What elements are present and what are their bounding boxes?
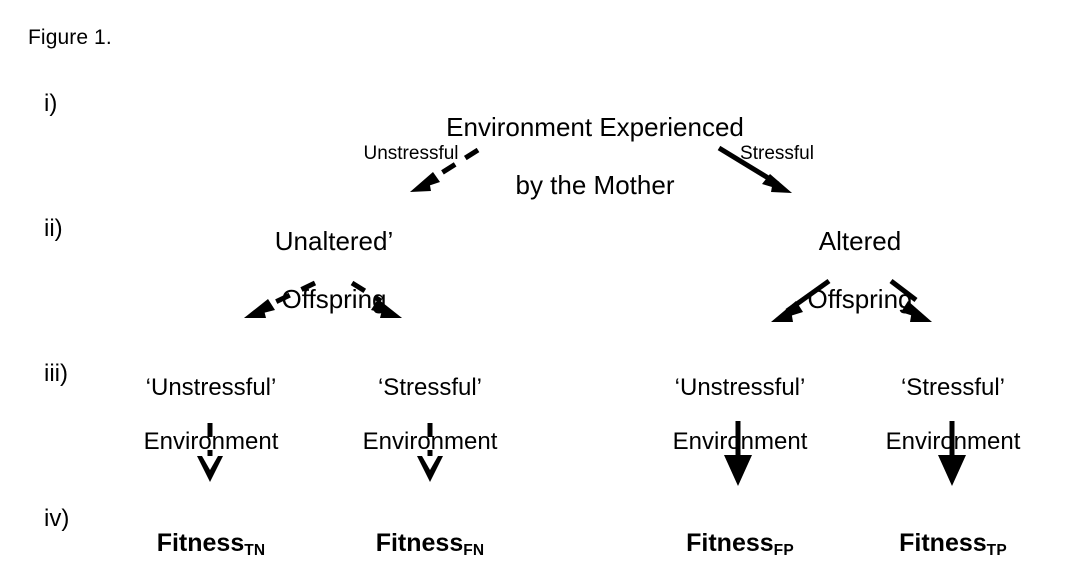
row-label-ii: ii) [44,215,63,242]
node-fitness-fn: FitnessFN (False Negative) [349,502,510,580]
row-label-i: i) [44,90,58,117]
node-env-tp: ‘Stressful’ Environment [886,348,1021,482]
node-env-fp-line2: Environment [672,427,808,455]
node-fitness-tp-word: Fitness [899,528,987,557]
node-unaltered-offspring-line1: Unaltered’ [274,226,394,257]
edge-label-stressful: Stressful [740,143,814,164]
node-env-tn-line2: Environment [143,427,279,455]
node-env-fp: ‘Unstressful’ Environment [673,348,808,482]
node-altered-offspring: Altered Offspring [807,198,912,344]
node-fitness-fp: FitnessFP (False Positive) [664,502,816,580]
figure-caption: Figure 1. [28,26,112,49]
node-unaltered-offspring: Unaltered’ Offspring [275,198,394,344]
node-fitness-tp-subscript: TP [986,542,1007,560]
node-fitness-fp-word: Fitness [686,528,774,557]
node-fitness-tp-term: FitnessTP [882,528,1024,560]
node-fitness-tn-word: Fitness [156,528,245,557]
row-label-iv: iv) [44,505,70,532]
node-fitness-fp-subscript: FP [773,542,794,560]
node-altered-offspring-line2: Offspring [807,284,913,315]
node-environment-mother-line2: by the Mother [515,170,675,201]
node-env-fp-line1: ‘Unstressful’ [674,373,806,401]
edge-label-unstressful: Unstressful [363,143,459,164]
node-fitness-tn-subscript: TN [244,542,266,560]
node-fitness-fp-term: FitnessFP [664,528,816,560]
node-altered-offspring-line1: Altered [818,226,902,257]
node-fitness-tp: FitnessTP (True Positive) [882,502,1024,580]
node-env-tp-line1: ‘Stressful’ [900,373,1006,401]
node-environment-mother: Environment Experienced by the Mother [446,84,744,230]
node-fitness-fn-word: Fitness [375,528,464,557]
node-fitness-fn-term: FitnessFN [349,528,510,560]
node-env-tn: ‘Unstressful’ Environment [144,348,279,482]
node-fitness-tn-term: FitnessTN [135,528,287,560]
row-label-iii: iii) [44,360,68,387]
node-unaltered-offspring-line2: Offspring [281,284,387,315]
node-env-fn-line2: Environment [362,427,498,455]
node-fitness-tn: FitnessTN (True Negative) [135,502,287,580]
node-env-fn: ‘Stressful’ Environment [363,348,498,482]
node-env-tn-line1: ‘Unstressful’ [145,373,277,401]
node-fitness-fn-subscript: FN [463,542,485,560]
node-env-tp-line2: Environment [885,427,1021,455]
node-environment-mother-line1: Environment Experienced [446,112,744,143]
node-env-fn-line1: ‘Stressful’ [377,373,483,401]
